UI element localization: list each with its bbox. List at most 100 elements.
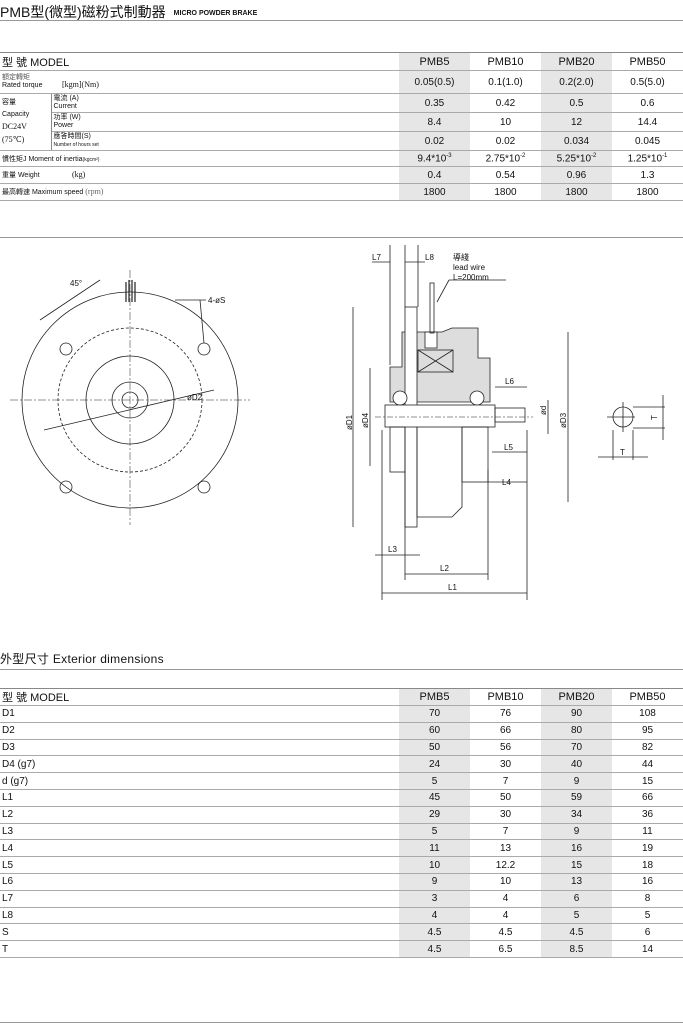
cell: 0.5(5.0) [612, 70, 683, 94]
row-label: L4 [0, 839, 399, 858]
cell: 82 [612, 739, 683, 757]
cell: 36 [612, 806, 683, 824]
row-label: Current [53, 103, 77, 110]
cell: 0.05(0.5) [399, 70, 470, 94]
row-label: Number of hours set [53, 142, 99, 148]
cell: 4.5 [470, 923, 541, 942]
cell: 44 [612, 755, 683, 774]
row-label: 應答時間(S) [53, 133, 91, 140]
row-label: L2 [0, 806, 399, 824]
cell: 90 [541, 705, 612, 723]
section-heading: 外型尺寸 Exterior dimensions [0, 652, 164, 666]
cell: 2.75*10-2 [470, 150, 541, 167]
cell: 11 [399, 839, 470, 858]
cell: 1800 [612, 183, 683, 201]
cell: 13 [541, 873, 612, 891]
row-label: S [0, 923, 399, 942]
cell: 95 [612, 722, 683, 740]
row-label: DC24V [2, 122, 27, 131]
cell: 8.5 [541, 940, 612, 958]
model-header: PMB20 [541, 688, 612, 706]
cell: 16 [612, 873, 683, 891]
unit: (kg) [72, 170, 86, 179]
table-row: 慣性矩J Moment of inertia(kgcm²) 9.4*10-3 2… [0, 150, 683, 167]
lead-wire-length: L=200mm [453, 273, 489, 282]
cell: 0.034 [541, 131, 612, 151]
lead-wire-en: lead wire [453, 263, 486, 272]
cell: 10 [399, 856, 470, 874]
row-label: D1 [0, 705, 399, 723]
model-header: PMB5 [399, 688, 470, 706]
row-label: 額定轉矩 [2, 74, 30, 81]
row-label: Power [53, 122, 74, 129]
title-sub: MICRO POWDER BRAKE [173, 9, 258, 17]
cell: 7 [470, 823, 541, 841]
cell: 1800 [470, 183, 541, 201]
row-label: 容量 [2, 99, 16, 106]
cell: 5.25*10-2 [541, 150, 612, 167]
cell: 8.4 [399, 112, 470, 132]
row-label: L7 [0, 890, 399, 908]
cell: 0.6 [612, 93, 683, 113]
unit: (rpm) [85, 187, 104, 196]
cell: 12.2 [470, 856, 541, 874]
cell: 80 [541, 722, 612, 740]
t-label: T [650, 415, 659, 420]
cell: 5 [399, 823, 470, 841]
front-view: 45° 4-øS øD2 [10, 270, 250, 525]
cell: 29 [399, 806, 470, 824]
cell: 0.2(2.0) [541, 70, 612, 94]
l2-label: L2 [440, 564, 449, 573]
cell: 40 [541, 755, 612, 774]
cell: 0.045 [612, 131, 683, 151]
cell: 34 [541, 806, 612, 824]
cell: 0.02 [399, 131, 470, 151]
t-label: T [620, 448, 625, 457]
shaft-section: T T [598, 395, 665, 460]
cell: 4.5 [399, 940, 470, 958]
l5-label: L5 [504, 443, 513, 452]
cell: 15 [612, 772, 683, 790]
divider [0, 669, 683, 670]
cell: 4 [399, 907, 470, 925]
row-label: 功率 (W) [53, 114, 81, 121]
cell: 5 [612, 907, 683, 925]
angle-label: 45° [70, 279, 82, 288]
technical-drawing: 45° 4-øS øD2 øD1 øD4 øD3 ød L1 L2 L3 L4 … [10, 245, 665, 600]
cell: 70 [541, 739, 612, 757]
cell: 9 [541, 772, 612, 790]
cell: 66 [470, 722, 541, 740]
d-label: ød [539, 406, 548, 415]
row-label: L8 [0, 907, 399, 925]
lead-wire-cn: 導綫 [453, 252, 469, 262]
row-label: (75℃) [2, 135, 25, 144]
l3-label: L3 [388, 545, 397, 554]
unit: [kgm](Nm) [62, 80, 99, 89]
row-label: L5 [0, 856, 399, 874]
row-label: d (g7) [0, 772, 399, 790]
cell: 6 [541, 890, 612, 908]
cell: 50 [470, 789, 541, 807]
cell: 56 [470, 739, 541, 757]
divider [0, 237, 683, 238]
cell: 10 [470, 873, 541, 891]
cell: 30 [470, 806, 541, 824]
cell: 14.4 [612, 112, 683, 132]
